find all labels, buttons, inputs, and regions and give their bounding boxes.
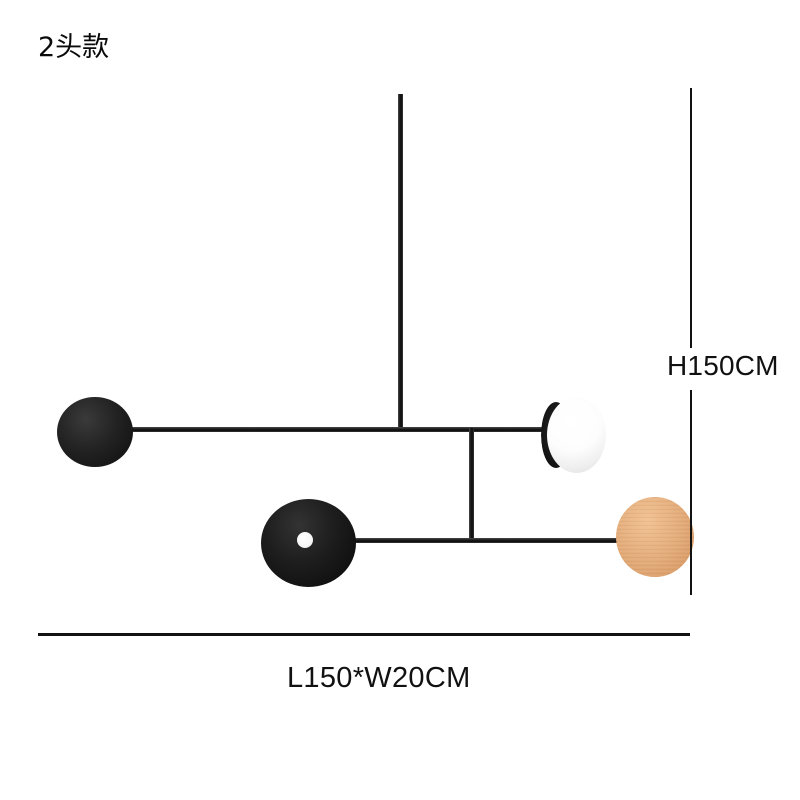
width-dimension-line: [38, 633, 690, 636]
height-dimension-line-lower: [690, 390, 692, 595]
ceiling-drop-rod: [398, 94, 403, 430]
wood-disc-shade: [616, 497, 694, 577]
white-globe-shade: [547, 397, 606, 473]
width-dimension-label: L150*W20CM: [287, 662, 471, 694]
mid-drop-rod: [469, 428, 474, 542]
lower-horizontal-arm: [300, 538, 630, 543]
left-black-disc-shade: [57, 397, 133, 467]
variant-title: 2头款: [38, 32, 110, 63]
cone-bulb-light: [297, 532, 313, 548]
height-dimension-line-upper: [690, 88, 692, 348]
upper-horizontal-arm: [100, 427, 555, 432]
height-dimension-label: H150CM: [664, 348, 782, 384]
